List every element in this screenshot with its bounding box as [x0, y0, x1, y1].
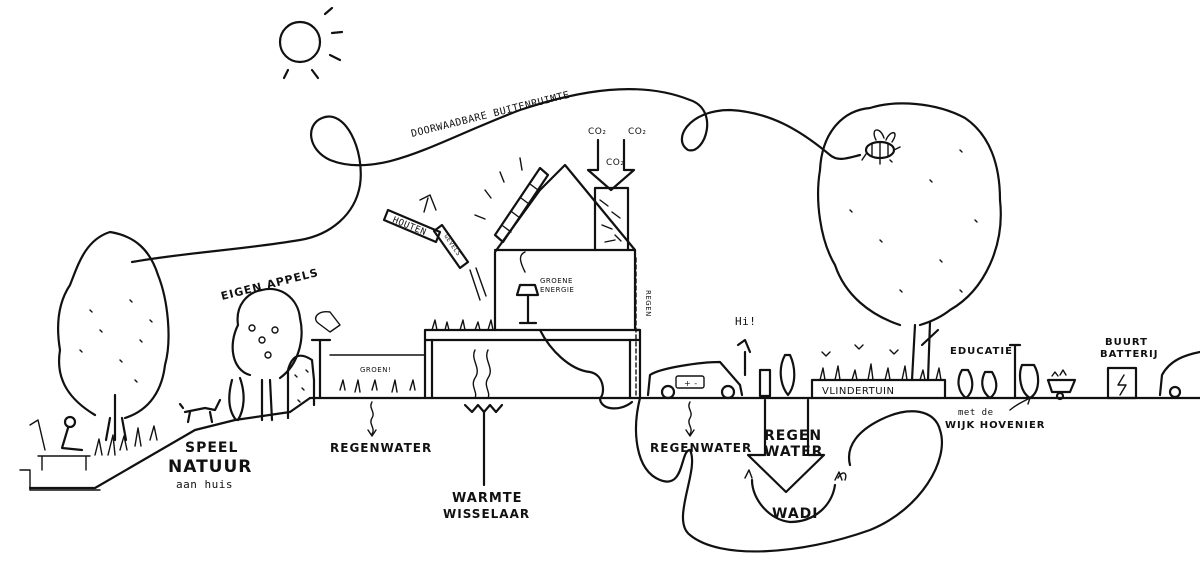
- path-line: [130, 88, 862, 264]
- house: [423, 163, 642, 400]
- label-eigen-appels: EIGEN APPELS: [220, 266, 320, 303]
- label-groen: GROEN!: [360, 366, 391, 374]
- heat-exchanger: [463, 403, 504, 414]
- svg-text:+ -: + -: [684, 379, 698, 388]
- hedge: [286, 354, 316, 420]
- bee-icon: [861, 129, 901, 165]
- label-regenwater-mid: REGENWATER: [650, 441, 752, 455]
- label-natuur: NATUUR: [168, 457, 252, 477]
- solar-panel-icon: [474, 157, 550, 244]
- label-aan-huis: aan huis: [176, 478, 233, 491]
- car-right: [1158, 350, 1200, 397]
- label-co2-1: CO₂: [588, 127, 606, 137]
- label-regen-arrow: REGEN: [764, 428, 822, 444]
- wheelbarrow-icon: [1046, 369, 1077, 401]
- label-warmte: WARMTE: [452, 491, 523, 506]
- label-regenwater-left: REGENWATER: [330, 441, 432, 455]
- label-wijk-hoventer: WIJK HOVENIER: [945, 420, 1046, 431]
- label-wadi: WADI: [772, 506, 818, 522]
- label-buurt: BUURT: [1105, 337, 1148, 348]
- regenwater-arrow: [746, 398, 826, 494]
- co2-arrow: [586, 138, 636, 192]
- left-slope: [28, 396, 312, 490]
- label-batterij: BATTERIJ: [1100, 349, 1158, 360]
- apple-tree: [231, 287, 303, 422]
- sun-icon: [278, 6, 344, 80]
- vlindertuin-bed: VLINDERTUIN: [810, 344, 947, 400]
- label-educatie: EDUCATIE: [950, 346, 1013, 357]
- label-energie: ENERGIE: [540, 286, 574, 294]
- car-icon: + -: [646, 360, 744, 400]
- person-hi: [736, 338, 752, 377]
- person-icon: [29, 415, 91, 471]
- label-regen-vertical: REGEN: [644, 290, 652, 317]
- wadi-basin: [750, 478, 837, 524]
- label-water-arrow: WATER: [764, 444, 823, 460]
- path-title: DOORWAADBARE BUITENRUIMTE: [410, 90, 571, 140]
- label-vlindertuin: VLINDERTUIN: [822, 386, 894, 397]
- label-co2-3: CO₂: [606, 158, 624, 168]
- dog-icon: [178, 398, 222, 424]
- label-co2-2: CO₂: [628, 127, 646, 137]
- label-groene: GROENE: [540, 277, 573, 285]
- battery-icon: [1106, 366, 1138, 400]
- lamp-icon: [515, 251, 540, 325]
- label-met-de: met de: [958, 408, 994, 418]
- houten-gevels-sign: HOUTEN GEVELS: [382, 194, 487, 301]
- label-hi: Hi!: [735, 315, 756, 328]
- power-cable: [538, 328, 605, 400]
- water-loop: [635, 396, 943, 553]
- big-tree-right: [817, 102, 1002, 382]
- label-speel: SPEEL: [185, 440, 238, 456]
- label-wisselaar: WISSELAAR: [443, 507, 530, 521]
- big-tree-left: [56, 230, 170, 442]
